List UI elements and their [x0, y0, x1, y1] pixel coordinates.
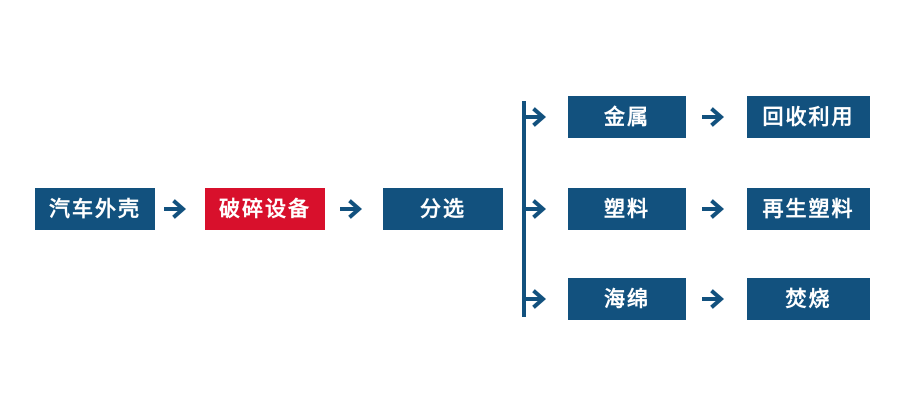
arrow-right-icon — [702, 107, 725, 127]
node-sorting: 分选 — [383, 188, 503, 230]
arrow-right-icon — [524, 107, 547, 127]
arrow-right-icon — [524, 199, 547, 219]
node-crusher: 破碎设备 — [205, 188, 325, 230]
arrow-right-icon — [524, 289, 547, 309]
node-incineration: 焚烧 — [747, 278, 870, 320]
arrow-right-icon — [164, 199, 187, 219]
node-plastic: 塑料 — [568, 188, 686, 230]
node-car-shell: 汽车外壳 — [35, 188, 155, 230]
node-sponge: 海绵 — [568, 278, 686, 320]
arrow-right-icon — [702, 199, 725, 219]
node-metal: 金属 — [568, 96, 686, 138]
node-recycled-plastic: 再生塑料 — [747, 188, 870, 230]
arrow-right-icon — [702, 289, 725, 309]
arrow-right-icon — [340, 199, 363, 219]
node-recycling: 回收利用 — [747, 96, 870, 138]
